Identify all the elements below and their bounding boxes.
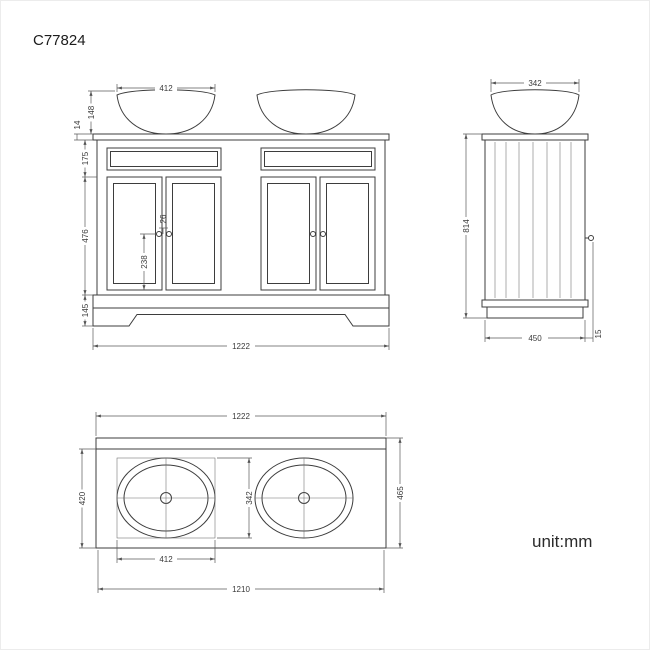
plan-centerlines bbox=[116, 457, 353, 539]
drawing-code-label: C77824 bbox=[33, 32, 86, 49]
front-dimension-labels: 412 148 14 175 476 238 26 bbox=[73, 83, 255, 351]
side-dimension-lines bbox=[463, 79, 594, 342]
dim-front-plinth-height: 145 bbox=[79, 301, 90, 320]
dim-plan-overall-width: 1222 bbox=[227, 411, 255, 421]
svg-text:342: 342 bbox=[528, 79, 542, 88]
dim-side-cabinet-depth: 450 bbox=[522, 333, 548, 343]
dim-front-handle-offset: 26 bbox=[159, 214, 168, 223]
dim-front-basin-width: 412 bbox=[155, 83, 177, 93]
front-basin-left bbox=[116, 89, 216, 135]
dim-front-handle-to-door-bottom: 238 bbox=[138, 253, 149, 271]
svg-text:14: 14 bbox=[73, 120, 82, 129]
dim-plan-basin-length: 342 bbox=[243, 489, 254, 507]
side-view: 342 814 450 15 bbox=[460, 78, 603, 343]
front-knobs bbox=[156, 231, 326, 237]
side-cabinet-body bbox=[484, 139, 586, 301]
dim-front-countertop-thickness: 14 bbox=[73, 120, 82, 129]
plan-dimension-labels: 1222 420 465 342 412 1210 bbox=[76, 411, 405, 594]
side-base-band bbox=[481, 299, 589, 308]
svg-text:450: 450 bbox=[528, 334, 542, 343]
front-countertop bbox=[92, 133, 390, 141]
svg-text:148: 148 bbox=[87, 105, 96, 119]
svg-text:412: 412 bbox=[159, 555, 173, 564]
svg-text:1210: 1210 bbox=[232, 585, 250, 594]
svg-text:238: 238 bbox=[140, 255, 149, 269]
front-view: 412 148 14 175 476 238 26 bbox=[73, 83, 390, 351]
dim-front-door-height: 476 bbox=[79, 227, 90, 245]
dim-front-overall-width: 1222 bbox=[227, 341, 255, 351]
dim-front-frieze-height: 175 bbox=[79, 149, 90, 168]
dim-plan-overall-depth: 465 bbox=[394, 484, 405, 502]
front-skirt bbox=[92, 308, 390, 327]
svg-text:1222: 1222 bbox=[232, 412, 250, 421]
svg-text:1222: 1222 bbox=[232, 342, 250, 351]
side-countertop bbox=[481, 133, 589, 141]
front-dimension-lines bbox=[74, 84, 390, 350]
svg-text:465: 465 bbox=[396, 486, 405, 500]
svg-text:420: 420 bbox=[78, 491, 87, 505]
dim-plan-front-depth: 420 bbox=[76, 489, 87, 508]
dim-plan-base-width: 1210 bbox=[227, 584, 255, 594]
front-basin-right bbox=[256, 89, 356, 135]
side-panel-lines bbox=[494, 142, 572, 298]
dim-front-basin-height: 148 bbox=[85, 103, 96, 122]
dim-side-cabinet-height: 814 bbox=[460, 217, 471, 235]
dim-side-basin-depth: 342 bbox=[524, 78, 546, 88]
plan-basin-bounding-box bbox=[116, 457, 216, 539]
side-knob bbox=[588, 235, 594, 241]
plan-dimension-lines bbox=[79, 412, 403, 593]
svg-text:342: 342 bbox=[245, 491, 254, 505]
plan-countertop bbox=[95, 437, 387, 549]
front-cabinet-body bbox=[96, 139, 386, 296]
dim-plan-basin-width: 412 bbox=[155, 554, 177, 564]
svg-text:476: 476 bbox=[81, 229, 90, 243]
plan-view: 1222 420 465 342 412 1210 bbox=[76, 411, 405, 594]
unit-label: unit:mm bbox=[532, 532, 592, 551]
svg-text:15: 15 bbox=[594, 329, 603, 338]
svg-text:814: 814 bbox=[462, 219, 471, 233]
svg-text:175: 175 bbox=[81, 151, 90, 165]
svg-text:26: 26 bbox=[159, 214, 168, 223]
svg-text:145: 145 bbox=[81, 303, 90, 317]
svg-text:412: 412 bbox=[159, 84, 173, 93]
front-frieze-panels bbox=[106, 147, 376, 171]
side-dimension-labels: 342 814 450 15 bbox=[460, 78, 603, 343]
front-plinth bbox=[92, 294, 390, 309]
front-doors bbox=[106, 176, 376, 291]
dim-side-edge-offset: 15 bbox=[594, 329, 603, 338]
side-plinth bbox=[486, 306, 584, 319]
side-basin bbox=[490, 89, 580, 135]
